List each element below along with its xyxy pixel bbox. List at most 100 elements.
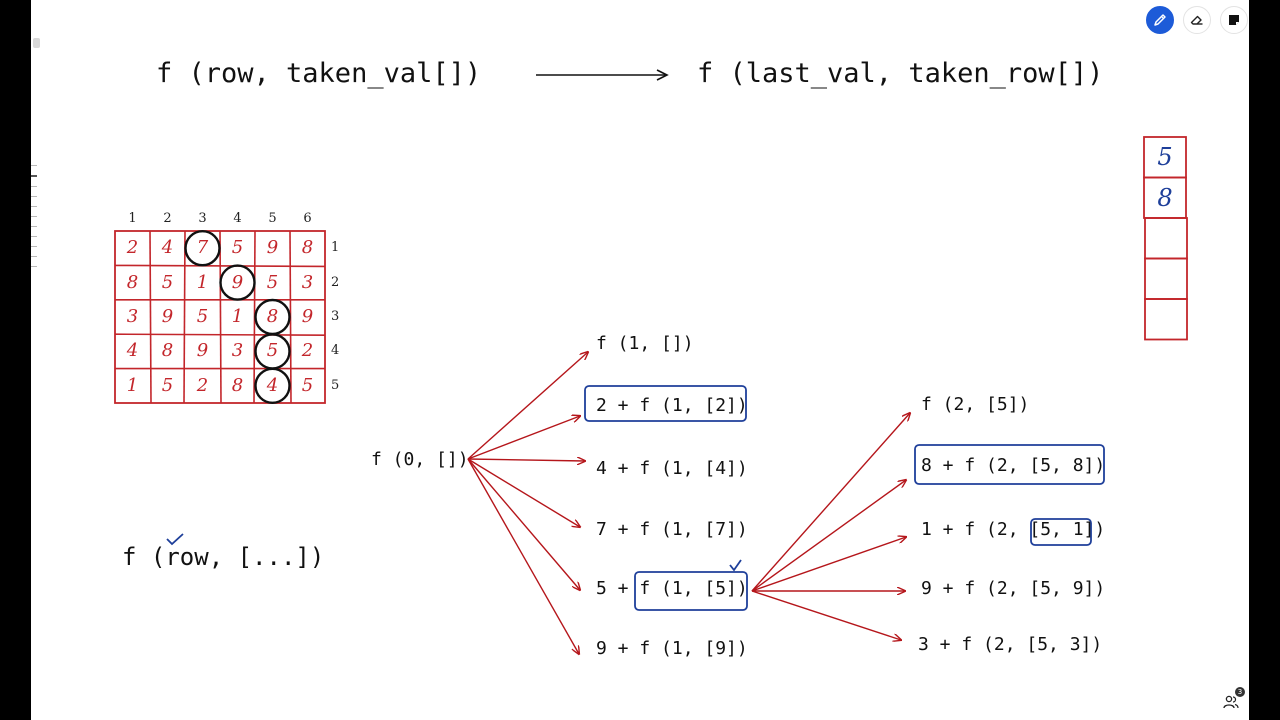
matrix-cell: 8 [301,237,314,259]
tree-level2-node: 3 + f (2, [5, 3]) [918,634,1103,655]
heading-left-signature: f (row, taken_val[]) [156,58,482,89]
tree-level1-node: 4 + f (1, [4]) [596,458,748,479]
right-letterbox [1249,0,1280,720]
tree-level1-node: 5 + f (1, [5]) [596,578,748,599]
recursion-arrow [467,458,580,527]
matrix-cell: 8 [126,271,139,293]
row-header: 5 [331,377,340,393]
tree-level2-node: f (2, [5]) [921,394,1030,415]
heading-transform-arrowhead [656,69,669,81]
highlight-box [1030,518,1092,546]
state-signature-note: f (row, [...]) [122,543,325,571]
tree-level2-node: 1 + f (2, [5, 1]) [921,519,1106,540]
stack-slot [1144,217,1188,260]
matrix-cell: 9 [266,237,279,259]
tree-level1-node: 2 + f (1, [2]) [596,395,748,416]
whiteboard-canvas[interactable] [31,0,1249,720]
tree-level1-node: 9 + f (1, [9]) [596,638,748,659]
matrix-column-line [183,230,186,404]
column-header: 2 [163,211,172,226]
highlight-boxes [584,385,1105,611]
eraser-icon [1190,15,1203,25]
check-mark [729,559,742,572]
participants-button[interactable]: 3 [1219,687,1245,714]
recursion-arrow [467,416,580,460]
matrix-cell: 5 [301,374,314,396]
matrix-cell: 4 [161,237,174,259]
matrix-row-line [114,264,326,268]
matrix-cell: 5 [266,340,279,362]
row-header: 4 [331,343,340,359]
matrix-cell: 3 [301,271,314,293]
matrix-cell: 5 [196,306,209,327]
stack-slot [1144,257,1188,300]
column-header: 6 [303,211,312,226]
tree-level2-node: 9 + f (2, [5, 9]) [921,578,1106,599]
heading-right-signature: f (last_val, taken_row[]) [697,58,1104,89]
tree-root-node: f (0, []) [371,449,469,470]
stack-cells [1143,136,1188,341]
recursion-arrow [751,480,906,592]
recursion-arrow [467,459,585,461]
matrix-cell: 5 [161,271,174,293]
matrix-cell: 1 [231,306,244,327]
highlight-box [584,385,747,422]
matrix-cell: 3 [231,340,244,362]
matrix-cell: 9 [196,340,209,362]
matrix-cell: 5 [231,237,244,259]
column-header: 4 [233,211,242,226]
matrix-cell: 5 [161,374,174,396]
matrix-gridlines [114,229,326,404]
highlight-box [634,571,748,611]
recursion-arrow [467,458,580,590]
matrix-cell: 8 [161,340,174,362]
matrix-cell: 1 [196,271,209,293]
matrix-cell: 7 [196,237,209,259]
matrix-cell: 1 [126,374,139,396]
users-icon [1223,695,1239,709]
recursion-arrow [751,413,910,592]
matrix-cell: 9 [161,306,174,327]
eraser-tool-button[interactable] [1183,6,1211,34]
check-mark [166,533,184,546]
selected-cell-circle [254,367,291,404]
stack-value: 8 [1157,183,1173,212]
sticky-note-tool-button[interactable] [1220,6,1248,34]
tree-level2-node: 8 + f (2, [5, 8]) [921,455,1106,476]
recursion-arrow [751,590,901,640]
page-ruler [31,165,39,325]
matrix-cell: 2 [196,374,209,396]
matrix-cell: 4 [266,374,279,396]
stack-value: 5 [1157,143,1173,172]
tree-level1-node: 7 + f (1, [7]) [596,519,748,540]
recursion-arrows [467,352,910,654]
pen-icon [1154,14,1166,26]
matrix-column-line [149,230,152,404]
highlight-box [914,444,1105,485]
selected-cell-circle [219,264,256,301]
participants-count-badge: 3 [1235,687,1245,697]
pen-tool-button[interactable] [1146,6,1174,34]
recursion-arrow [751,537,906,592]
matrix-row-line [114,333,326,337]
matrix-cell: 9 [231,271,244,293]
column-header: 1 [128,211,137,226]
row-header: 1 [331,240,340,256]
stack-slot [1144,298,1188,341]
selected-cell-circle [184,229,221,267]
matrix-cell: 9 [301,306,314,327]
matrix-column-line [219,230,222,404]
matrix-cell: 5 [266,271,279,293]
vertical-scrollbar[interactable] [33,38,40,48]
tree-level1-node: f (1, []) [596,333,694,354]
column-header: 3 [198,211,207,226]
check-marks [166,533,742,572]
row-header: 3 [331,309,340,324]
matrix-cell: 8 [231,374,244,396]
matrix-cell: 2 [301,340,314,362]
left-letterbox [0,0,31,720]
recursion-arrow [467,458,579,654]
matrix-cell: 8 [266,306,279,327]
row-header: 2 [331,274,340,290]
